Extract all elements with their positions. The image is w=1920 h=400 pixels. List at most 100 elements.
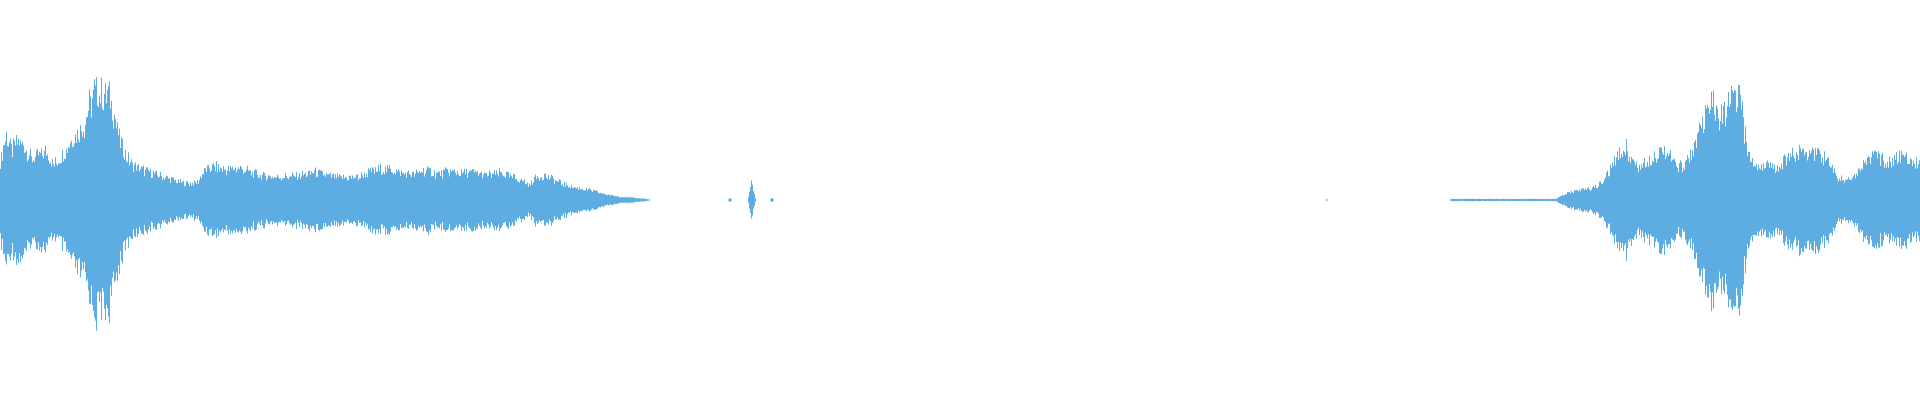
waveform-sample-bar [1714,114,1715,284]
waveform-sample-bar [29,155,30,243]
waveform-sample-bar [1599,181,1600,218]
waveform-sample-bar [604,194,605,206]
waveform-sample-bar [1562,194,1563,206]
waveform-sample-bar [424,176,425,225]
waveform-sample-bar [1641,164,1642,238]
waveform-sample-bar [215,171,216,231]
waveform-sample-bar [1642,167,1643,232]
waveform-sample-bar [310,174,311,226]
waveform-sample-bar [1638,172,1639,228]
waveform-sample-bar [62,150,63,251]
waveform-sample-bar [1495,198,1496,202]
waveform-sample-bar [1551,199,1552,201]
waveform-sample-bar [1580,191,1581,209]
waveform-sample-bar [1712,106,1713,293]
waveform-sample-bar [1555,198,1556,202]
waveform-sample-bar [386,172,387,229]
waveform-sample-bar [1603,182,1604,218]
waveform-sample-bar [1664,146,1665,255]
waveform-sample-bar [3,145,4,255]
waveform-sample-bar [1681,162,1682,239]
waveform-sample-bar [159,176,160,224]
waveform-sample-bar [1657,159,1658,242]
waveform-sample-bar [88,110,89,291]
waveform-sample-bar [772,198,773,202]
waveform-sample-bar [1720,121,1721,279]
waveform-sample-bar [32,162,33,238]
waveform-sample-bar [175,179,176,220]
waveform-sample-bar [151,178,152,222]
waveform-sample-bar [1818,148,1819,253]
waveform-sample-bar [1556,198,1557,202]
waveform-sample-bar [227,170,228,231]
waveform-sample-bar [574,187,575,213]
waveform-sample-bar [558,181,559,220]
waveform-sample-bar [160,171,161,229]
waveform-sample-bar [554,183,555,217]
waveform-sample-bar [541,177,542,222]
waveform-sample-bar [1541,199,1542,201]
waveform-sample-bar [183,180,184,219]
waveform-sample-bar [1666,156,1667,245]
waveform-sample-bar [453,170,454,231]
waveform-sample-bar [412,171,413,228]
waveform-sample-bar [1717,108,1718,290]
waveform-sample-bar [1761,164,1762,237]
waveform-sample-bar [1645,167,1646,233]
waveform-sample-bar [1897,163,1898,237]
waveform-sample-bar [367,177,368,224]
waveform-sample-bar [1797,154,1798,246]
waveform-sample-bar [1840,180,1841,220]
waveform-sample-bar [294,176,295,224]
waveform-sample-bar [547,179,548,223]
waveform-sample-bar [499,168,500,231]
waveform-sample-bar [198,183,199,216]
waveform-sample-bar [243,173,244,227]
waveform-sample-bar [11,143,12,254]
waveform-sample-bar [617,196,618,204]
waveform-sample-bar [1918,164,1919,237]
waveform-sample-bar [357,174,358,226]
waveform-sample-bar [99,95,100,302]
waveform-sample-bar [1893,165,1894,237]
waveform-sample-bar [638,198,639,202]
waveform-sample-bar [621,197,622,203]
waveform-sample-bar [201,178,202,222]
waveform-sample-bar [361,172,362,227]
waveform-sample-bar [138,164,139,234]
waveform-sample-bar [1787,157,1788,245]
waveform-sample-bar [1569,191,1570,209]
waveform-sample-bar [191,185,192,216]
waveform-sample-bar [38,155,39,243]
waveform-sample-bar [1643,162,1644,238]
waveform-sample-bar [1887,161,1888,237]
waveform-sample-bar [1901,150,1902,250]
waveform-sample-bar [624,197,625,203]
waveform-sample-bar [404,174,405,227]
waveform-sample-bar [530,185,531,214]
waveform-sample-bar [637,198,638,202]
waveform-sample-bar [288,179,289,221]
waveform-sample-bar [146,167,147,232]
waveform-sample-bar [1565,193,1566,207]
waveform-sample-bar [1849,179,1850,221]
waveform-sample-bar [484,172,485,229]
waveform-sample-bar [1850,179,1851,222]
waveform-sample-bar [1777,165,1778,235]
waveform-sample-bar [1539,198,1540,202]
waveform-sample-bar [131,158,132,239]
waveform-sample-bar [1584,190,1585,210]
waveform-sample-bar [1867,157,1868,240]
waveform-sample-bar [519,182,520,217]
waveform-sample-bar [1596,188,1597,212]
waveform-sample-bar [1882,153,1883,246]
waveform-sample-bar [1628,161,1629,240]
waveform-sample-bar [168,178,169,222]
waveform-sample-bar [458,174,459,227]
waveform-sample-bar [1706,108,1707,286]
waveform-sample-bar [1799,144,1800,257]
waveform-sample-bar [82,136,83,263]
waveform-sample-bar [256,169,257,230]
waveform-sample-bar [45,145,46,253]
waveform-sample-bar [381,174,382,225]
